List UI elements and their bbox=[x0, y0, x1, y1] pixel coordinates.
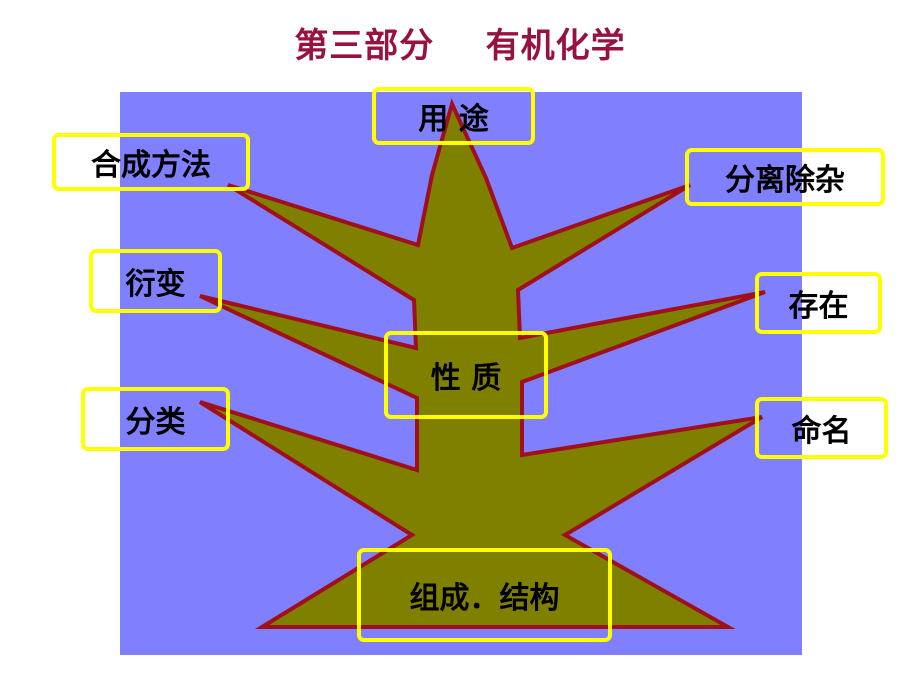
tree-shape bbox=[198, 98, 766, 629]
node-existence[interactable]: 存在 bbox=[755, 272, 882, 334]
node-separation[interactable]: 分离除杂 bbox=[685, 148, 885, 206]
node-naming[interactable]: 命名 bbox=[755, 397, 888, 459]
node-composition[interactable]: 组成．结构 bbox=[357, 548, 612, 642]
node-uses[interactable]: 用 途 bbox=[372, 87, 535, 145]
node-properties[interactable]: 性 质 bbox=[384, 331, 548, 419]
slide-title: 第三部分 有机化学 bbox=[294, 26, 626, 66]
node-derivation[interactable]: 衍变 bbox=[89, 249, 222, 313]
node-classification[interactable]: 分类 bbox=[81, 387, 230, 451]
node-synthesis[interactable]: 合成方法 bbox=[52, 133, 250, 191]
